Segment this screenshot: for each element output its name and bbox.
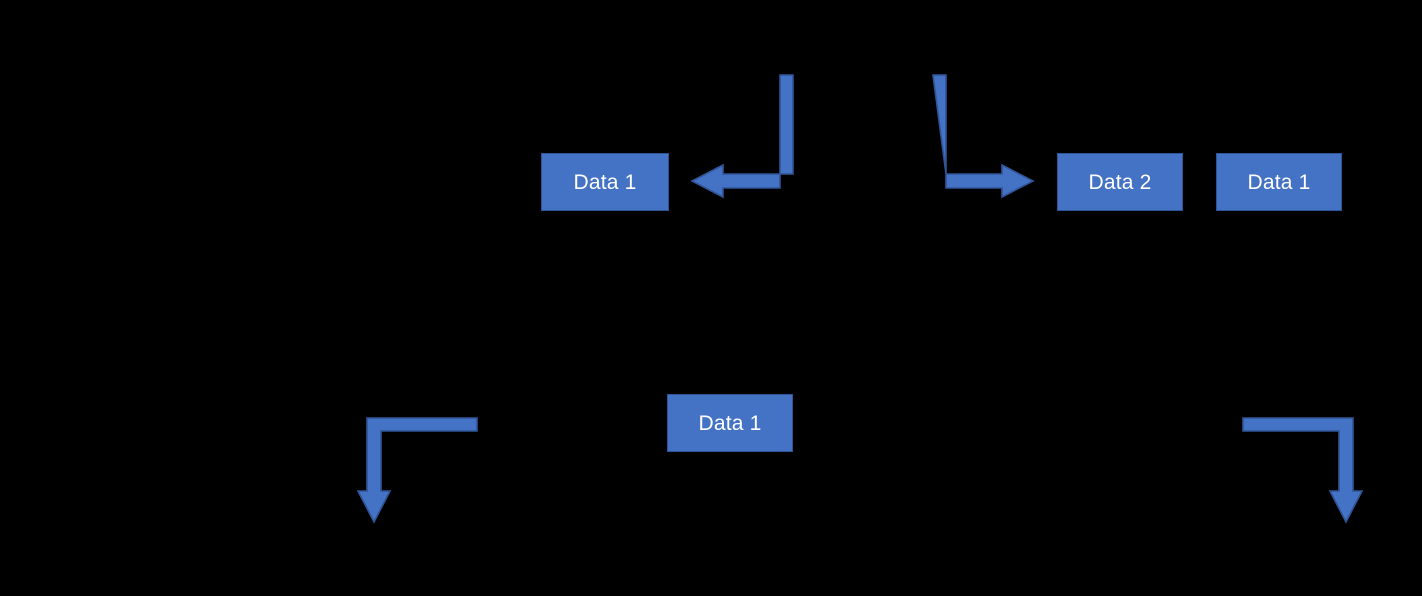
box-data-1-top-far-right[interactable]: Data 1 [1216,153,1342,211]
box-label: Data 1 [1247,170,1311,194]
elbow-arrow-bottom-left-down-shape[interactable] [356,417,478,524]
box-data-1-top-left[interactable]: Data 1 [541,153,669,211]
elbow-arrow-right-into-data-2-shape[interactable] [932,74,1035,199]
box-label: Data 2 [1088,170,1152,194]
elbow-arrow-bottom-right-down-shape[interactable] [1242,417,1364,524]
box-data-2-top-right[interactable]: Data 2 [1057,153,1183,211]
box-data-1-center-bottom[interactable]: Data 1 [667,394,793,452]
box-label: Data 1 [573,170,637,194]
box-label: Data 1 [698,411,762,435]
elbow-arrow-left-into-data-1-shape[interactable] [690,74,794,199]
